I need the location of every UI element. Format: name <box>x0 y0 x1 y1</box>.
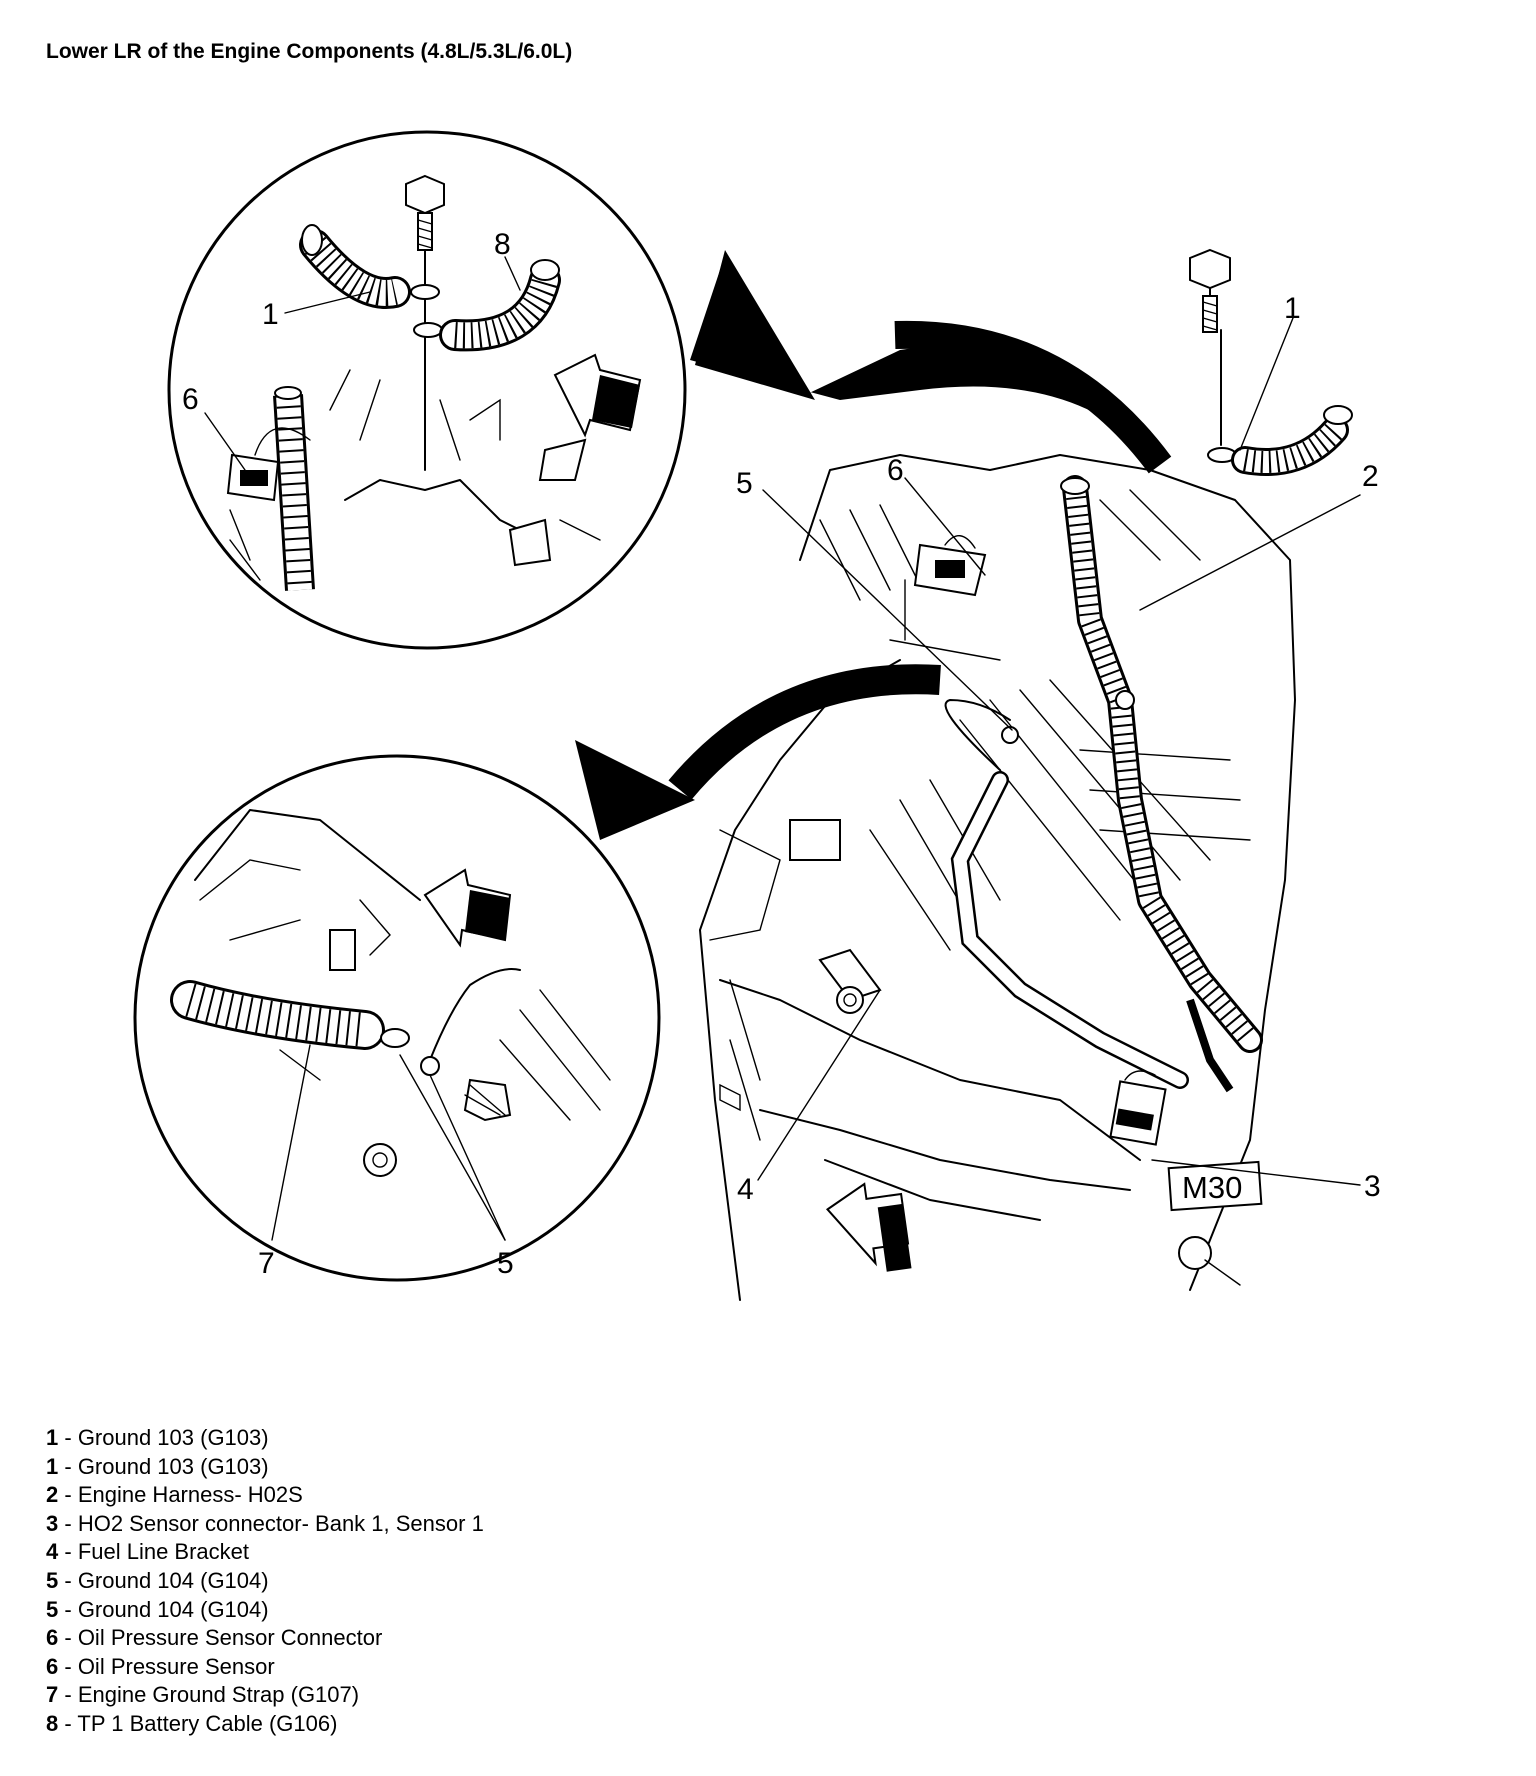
lower-curved-arrow-head <box>575 740 695 840</box>
legend-separator: - <box>58 1510 78 1536</box>
main-callout-6: 6 <box>887 454 904 487</box>
legend-separator: - <box>58 1425 78 1450</box>
main-direction-arrow <box>826 1182 912 1272</box>
legend-number: 2 <box>46 1482 59 1508</box>
main-callout-4: 4 <box>737 1173 754 1206</box>
bottom-detail-view: 7 5 <box>133 754 661 1282</box>
legend-number: 1 <box>46 1453 59 1479</box>
top-callout-6: 6 <box>182 383 199 416</box>
legend-separator: - <box>58 1567 78 1593</box>
legend-item: 6 - Oil Pressure Sensor Connector <box>46 1624 484 1653</box>
upper-curved-arrow-head <box>695 250 815 400</box>
legend-item: 4 - Fuel Line Bracket <box>46 1538 484 1567</box>
legend-separator: - <box>58 1653 78 1679</box>
legend-text: Engine Harness- H02S <box>77 1482 303 1508</box>
legend-text: Ground 104 (G104) <box>77 1567 269 1593</box>
legend-item: 5 - Ground 104 (G104) <box>46 1596 484 1625</box>
bottom-callout-5: 5 <box>497 1247 514 1280</box>
legend-text: Oil Pressure Sensor <box>77 1653 275 1679</box>
legend-number: 3 <box>46 1510 59 1536</box>
legend-separator: - <box>58 1453 78 1479</box>
legend-number: 5 <box>46 1596 59 1622</box>
legend-item: 7 - Engine Ground Strap (G107) <box>46 1681 484 1710</box>
legend-text: TP 1 Battery Cable (G106) <box>77 1710 338 1736</box>
main-callout-1: 1 <box>1284 292 1301 325</box>
legend-item: 3 - HO2 Sensor connector- Bank 1, Sensor… <box>46 1510 484 1539</box>
main-callout-2: 2 <box>1362 460 1379 493</box>
legend-separator: - <box>58 1482 78 1508</box>
top-callout-1: 1 <box>262 298 279 331</box>
legend-text: Fuel Line Bracket <box>77 1539 250 1565</box>
legend-number: 5 <box>46 1567 59 1593</box>
engine-marking-m30: M30 <box>1182 1170 1242 1205</box>
legend-number: 6 <box>46 1653 59 1679</box>
main-callout-5: 5 <box>736 467 753 500</box>
legend-number: 1 <box>46 1425 59 1450</box>
main-ground-bolt <box>1189 248 1237 463</box>
engine-components-diagram: M30 <box>133 130 1381 1301</box>
legend-item: 6 - Oil Pressure Sensor <box>46 1653 484 1682</box>
legend-text: Ground 103 (G103) <box>77 1453 269 1479</box>
legend-item: 1 - Ground 103 (G103) <box>46 1453 484 1482</box>
legend-number: 6 <box>46 1625 59 1651</box>
legend-separator: - <box>58 1625 78 1651</box>
legend-text: HO2 Sensor connector- Bank 1, Sensor 1 <box>77 1510 484 1536</box>
legend-item: 2 - Engine Harness- H02S <box>46 1481 484 1510</box>
legend-text: Ground 103 (G103) <box>77 1425 269 1450</box>
legend-text: Ground 104 (G104) <box>77 1596 269 1622</box>
legend-item: 5 - Ground 104 (G104) <box>46 1567 484 1596</box>
legend-number: 7 <box>46 1682 59 1708</box>
legend-separator: - <box>58 1596 78 1622</box>
legend-separator: - <box>58 1539 78 1565</box>
component-legend: 1 - Ground 103 (G103) 1 - Ground 103 (G1… <box>46 1424 484 1739</box>
upper-curved-arrow <box>690 255 1160 465</box>
lower-curved-arrow <box>668 664 941 800</box>
legend-separator: - <box>58 1710 78 1736</box>
legend-text: Oil Pressure Sensor Connector <box>77 1625 383 1651</box>
main-callout-3: 3 <box>1364 1170 1381 1203</box>
main-engine-view: M30 <box>699 248 1381 1301</box>
legend-item: 1 - Ground 103 (G103) <box>46 1424 484 1453</box>
legend-separator: - <box>58 1682 78 1708</box>
legend-number: 8 <box>46 1710 59 1736</box>
page-title: Lower LR of the Engine Components (4.8L/… <box>46 40 573 63</box>
legend-text: Engine Ground Strap (G107) <box>77 1682 360 1708</box>
top-detail-view: 1 8 6 <box>167 130 687 650</box>
bottom-callout-7: 7 <box>258 1247 275 1280</box>
top-callout-8: 8 <box>494 228 511 261</box>
legend-item: 8 - TP 1 Battery Cable (G106) <box>46 1710 484 1739</box>
legend-number: 4 <box>46 1539 59 1565</box>
